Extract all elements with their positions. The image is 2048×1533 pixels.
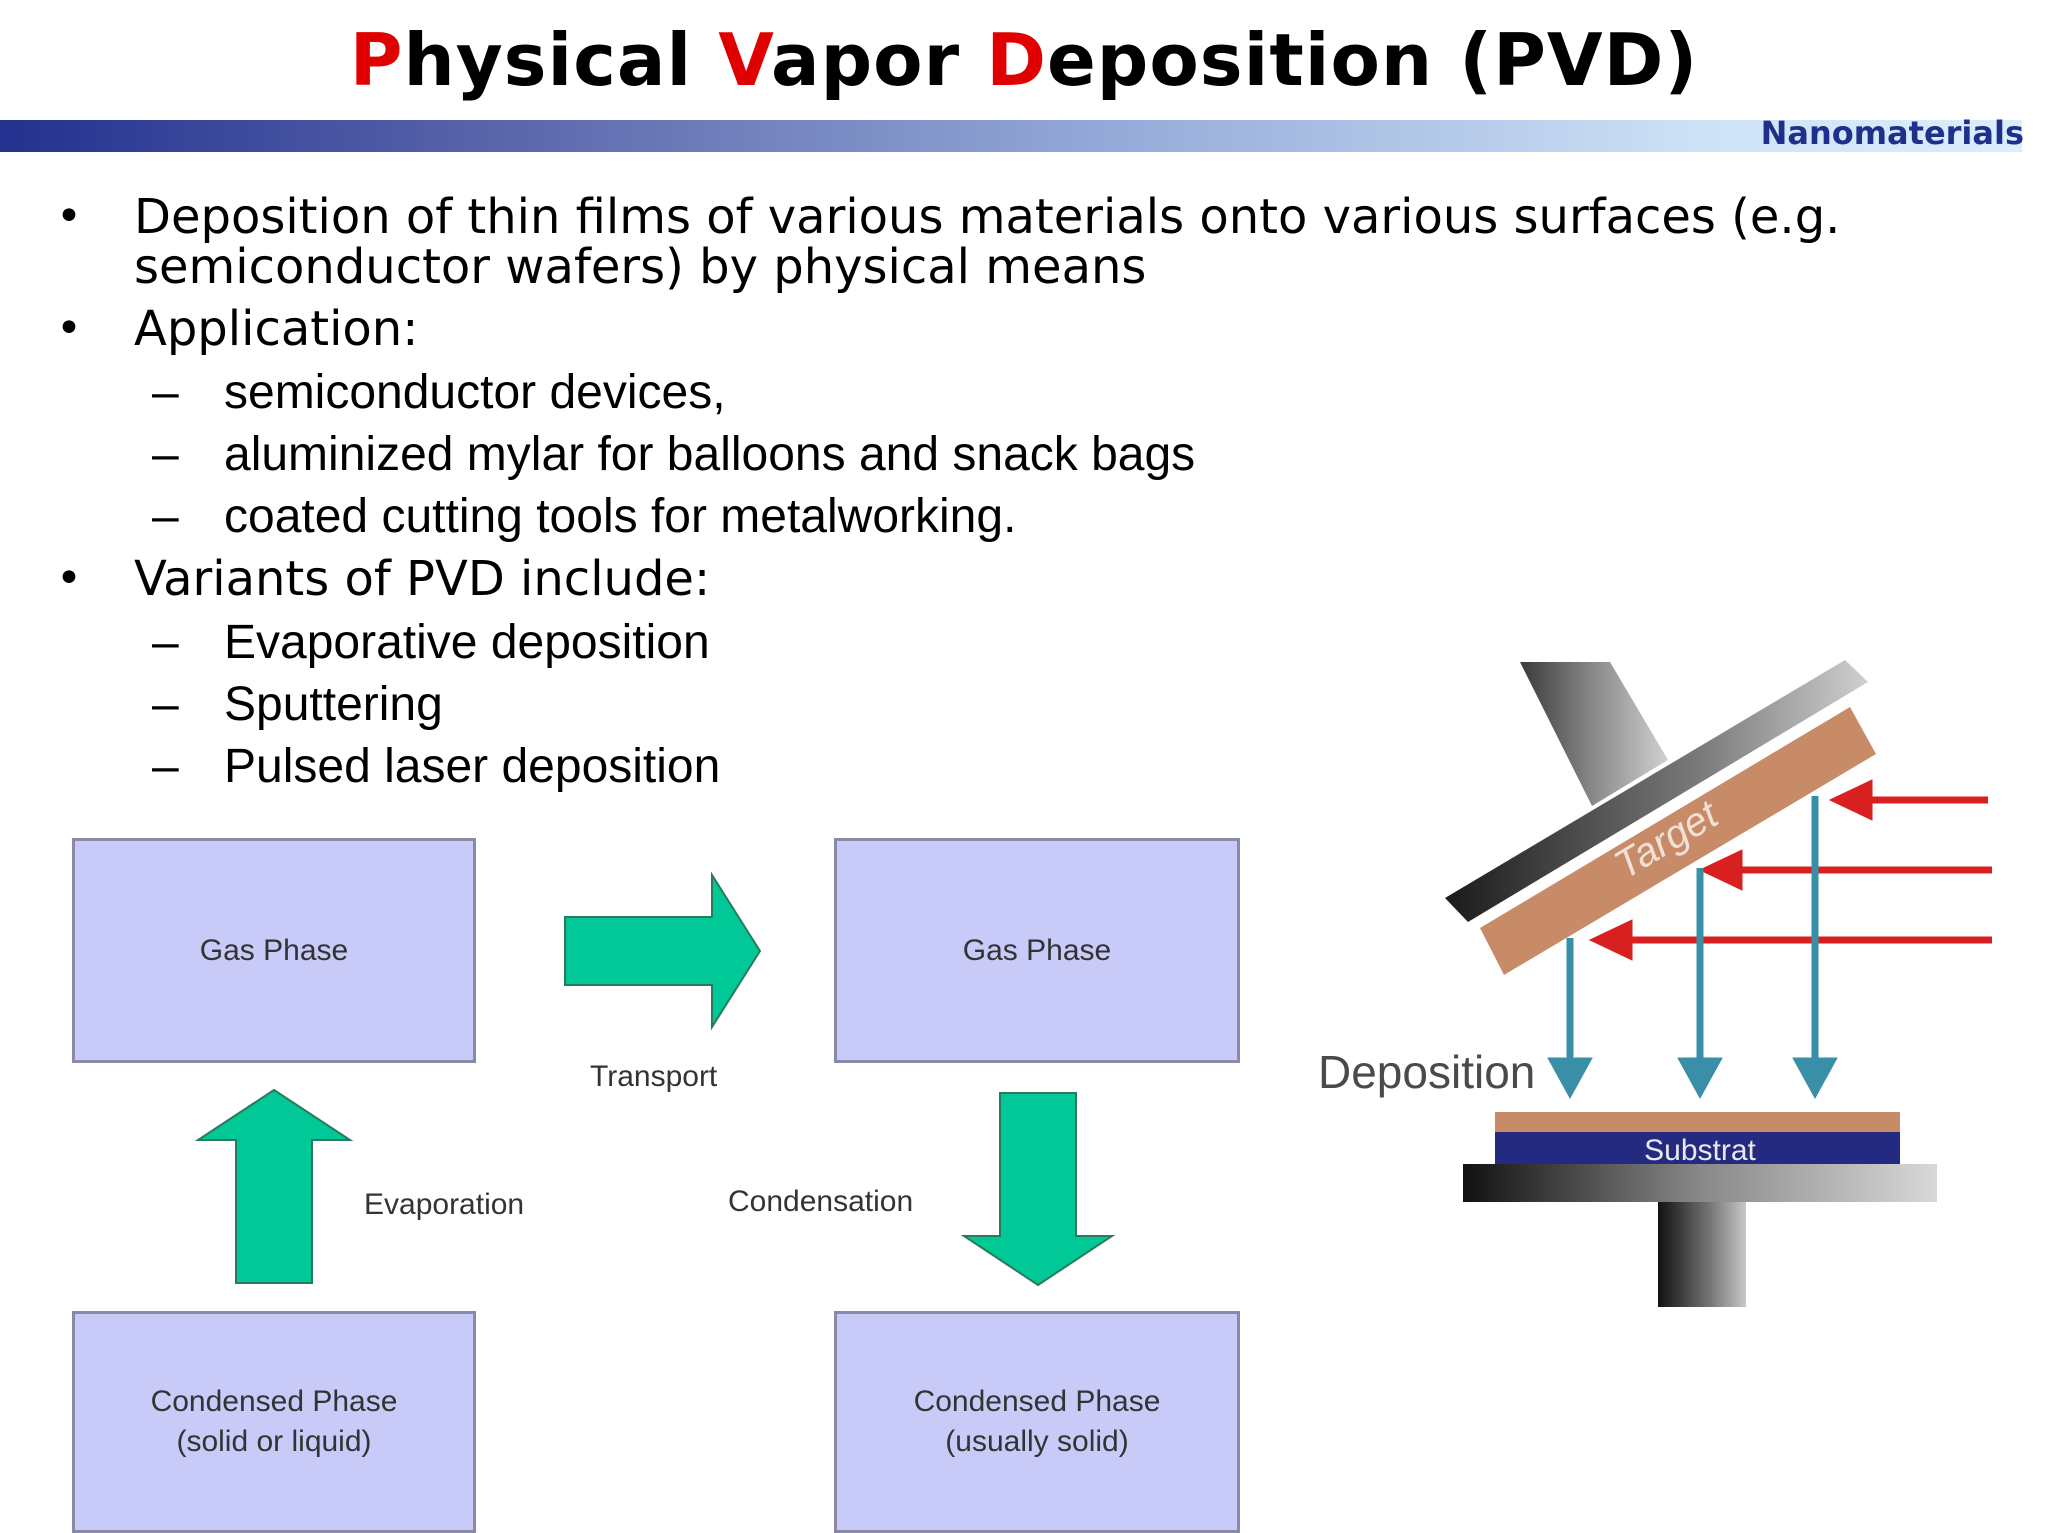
sub-bullet-text: semiconductor devices, — [224, 366, 726, 419]
gas-phase-label: Gas Phase — [962, 933, 1112, 967]
sub-bullet-text: Evaporative deposition — [224, 616, 710, 669]
target-block — [1480, 707, 1876, 975]
condensation-arrow-icon — [960, 1092, 1116, 1287]
bullet-text-line1: Deposition of thin films of various mate… — [134, 189, 1841, 245]
transport-arrow-icon — [564, 871, 762, 1031]
ion-beam-arrows — [1588, 779, 1992, 961]
title-p-initial: P — [349, 18, 404, 102]
header-gradient-bar — [0, 120, 2022, 152]
bullet-text: Application: — [134, 301, 419, 357]
condensed-phase-label: Condensed Phase — [150, 1385, 398, 1418]
sub-bullet-dash: – — [152, 616, 179, 669]
sub-bullet-dash: – — [152, 490, 179, 543]
substrate-coating-layer — [1495, 1112, 1900, 1132]
sub-bullet-text: aluminized mylar for balloons and snack … — [224, 428, 1196, 481]
substrate-holder-plate — [1463, 1164, 1937, 1202]
bullet-text-line2: semiconductor wafers) by physical means — [134, 239, 1147, 295]
title-p-rest: hysical — [403, 18, 719, 102]
sub-bullet-text: Pulsed laser deposition — [224, 740, 721, 793]
title-d-rest: eposition (PVD) — [1046, 18, 1699, 102]
evaporation-arrow-icon — [194, 1088, 354, 1284]
sub-bullet-dash: – — [152, 428, 179, 481]
bullet-dot: • — [56, 553, 82, 604]
substrat-label: Substrat — [1644, 1134, 1756, 1167]
target-holder-arm — [1520, 662, 1668, 806]
page-title: Physical Vapor Deposition (PVD) — [0, 18, 2048, 102]
target-backing-plate — [1445, 660, 1868, 922]
gas-phase-box-left: Gas Phase — [72, 838, 476, 1063]
sub-bullet-dash: – — [152, 678, 179, 731]
condensed-phase-note: (usually solid) — [945, 1425, 1129, 1458]
condensation-label: Condensation — [728, 1185, 914, 1218]
sub-bullet-dash: – — [152, 366, 179, 419]
transport-label: Transport — [590, 1060, 718, 1093]
substrate-holder-stem — [1658, 1202, 1746, 1307]
condensed-phase-note: (solid or liquid) — [176, 1425, 372, 1458]
bullet-dot: • — [56, 303, 82, 354]
deposition-label: Deposition — [1318, 1046, 1535, 1098]
condensed-phase-box-right: Condensed Phase (usually solid) — [834, 1311, 1240, 1533]
sub-bullet-text: Sputtering — [224, 678, 443, 731]
substrate-block — [1495, 1132, 1900, 1164]
title-v-rest: apor — [771, 18, 987, 102]
condensed-phase-box-left: Condensed Phase (solid or liquid) — [72, 1311, 476, 1533]
sub-bullet-text: coated cutting tools for metalworking. — [224, 490, 1017, 543]
bullet-dot: • — [56, 191, 82, 242]
brand-label: Nanomaterials — [1760, 114, 2024, 152]
bullet-text: Variants of PVD include: — [134, 551, 711, 607]
gas-phase-label: Gas Phase — [199, 933, 349, 967]
gas-phase-box-right: Gas Phase — [834, 838, 1240, 1063]
sub-bullet-dash: – — [152, 740, 179, 793]
title-v-initial: V — [718, 18, 772, 102]
deposition-arrows — [1547, 796, 1838, 1100]
title-d-initial: D — [986, 18, 1047, 102]
condensed-phase-label: Condensed Phase — [913, 1385, 1161, 1418]
evaporation-label: Evaporation — [364, 1188, 525, 1221]
